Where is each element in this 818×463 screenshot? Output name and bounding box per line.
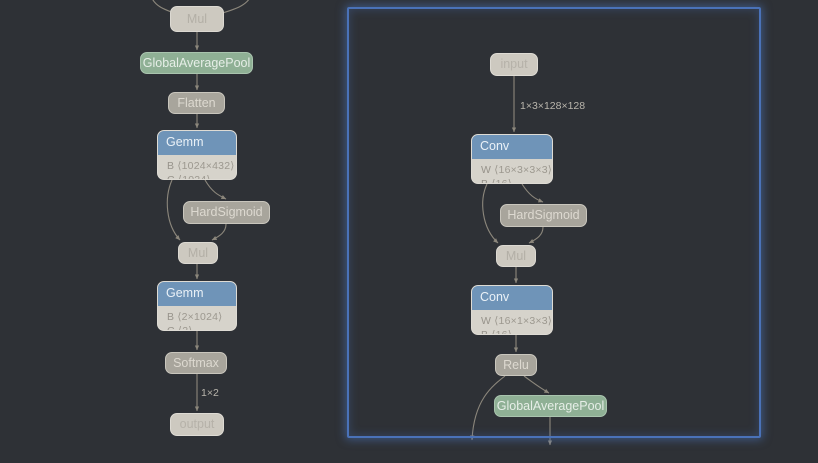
node-label: HardSigmoid — [507, 208, 580, 223]
node-label: input — [500, 57, 528, 72]
node-gemm-2[interactable]: Gemm B ⟨2×1024⟩ C ⟨2⟩ — [157, 281, 237, 331]
node-attribute-row: B ⟨1024×432⟩ — [167, 159, 234, 172]
node-attribute-row: W ⟨16×1×3×3⟩ — [481, 314, 552, 327]
node-output[interactable]: output — [170, 413, 224, 436]
node-softmax[interactable]: Softmax — [165, 352, 227, 374]
edge-label-output-shape: 1×2 — [201, 387, 219, 399]
node-attribute-row: C ⟨1024⟩ — [167, 174, 228, 180]
node-mul-right[interactable]: Mul — [496, 245, 536, 267]
attr-value: ⟨1024⟩ — [177, 174, 211, 180]
attr-key: B — [167, 159, 175, 172]
node-header: Gemm — [158, 282, 236, 306]
node-label: Flatten — [177, 95, 216, 110]
node-globalaveragepool-right[interactable]: GlobalAveragePool — [494, 395, 607, 417]
node-attributes: W ⟨16×3×3×3⟩ B ⟨16⟩ — [472, 159, 552, 184]
node-hardsigmoid-right[interactable]: HardSigmoid — [500, 204, 587, 227]
node-header: Conv — [472, 286, 552, 310]
node-attribute-row: B ⟨16⟩ — [481, 178, 544, 184]
attr-key: C — [167, 325, 175, 331]
node-attribute-row: B ⟨2×1024⟩ — [167, 310, 228, 323]
attr-value: ⟨16×3×3×3⟩ — [494, 163, 553, 176]
attr-key: W — [481, 163, 492, 176]
attr-key: B — [167, 310, 175, 323]
node-attributes: B ⟨1024×432⟩ C ⟨1024⟩ — [158, 155, 236, 180]
node-header: Conv — [472, 135, 552, 159]
node-relu[interactable]: Relu — [495, 354, 537, 376]
attr-value: ⟨2⟩ — [177, 325, 193, 331]
node-attributes: W ⟨16×1×3×3⟩ B ⟨16⟩ — [472, 310, 552, 335]
node-label: Softmax — [173, 355, 219, 370]
attr-key: B — [481, 329, 489, 335]
node-gemm-1[interactable]: Gemm B ⟨1024×432⟩ C ⟨1024⟩ — [157, 130, 237, 180]
node-attributes: B ⟨2×1024⟩ C ⟨2⟩ — [158, 306, 236, 331]
node-label: Mul — [186, 11, 208, 26]
node-label: GlobalAveragePool — [142, 55, 251, 70]
node-label: GlobalAveragePool — [496, 398, 605, 413]
node-attribute-row: W ⟨16×3×3×3⟩ — [481, 163, 552, 176]
attr-value: ⟨1024×432⟩ — [177, 159, 235, 172]
node-flatten[interactable]: Flatten — [168, 92, 225, 114]
node-hardsigmoid-left[interactable]: HardSigmoid — [183, 201, 270, 224]
node-globalaveragepool-left[interactable]: GlobalAveragePool — [140, 52, 253, 74]
node-mul-left[interactable]: Mul — [178, 242, 218, 264]
node-label: HardSigmoid — [190, 205, 263, 220]
node-label: Mul — [505, 248, 527, 263]
node-conv-1[interactable]: Conv W ⟨16×3×3×3⟩ B ⟨16⟩ — [471, 134, 553, 184]
node-attribute-row: B ⟨16⟩ — [481, 329, 544, 335]
node-label: output — [179, 417, 215, 432]
node-label: Relu — [503, 357, 529, 372]
node-mul-top[interactable]: Mul — [170, 6, 224, 32]
edge-label-input-shape: 1×3×128×128 — [520, 100, 586, 112]
node-input[interactable]: input — [490, 53, 538, 76]
node-header: Gemm — [158, 131, 236, 155]
node-label: Mul — [187, 245, 209, 260]
attr-value: ⟨16⟩ — [491, 178, 513, 184]
node-attribute-row: C ⟨2⟩ — [167, 325, 228, 331]
attr-key: C — [167, 174, 175, 180]
attr-value: ⟨16⟩ — [491, 329, 513, 335]
attr-value: ⟨16×1×3×3⟩ — [494, 314, 553, 327]
attr-key: W — [481, 314, 492, 327]
attr-value: ⟨2×1024⟩ — [177, 310, 223, 323]
node-conv-2[interactable]: Conv W ⟨16×1×3×3⟩ B ⟨16⟩ — [471, 285, 553, 335]
attr-key: B — [481, 178, 489, 184]
